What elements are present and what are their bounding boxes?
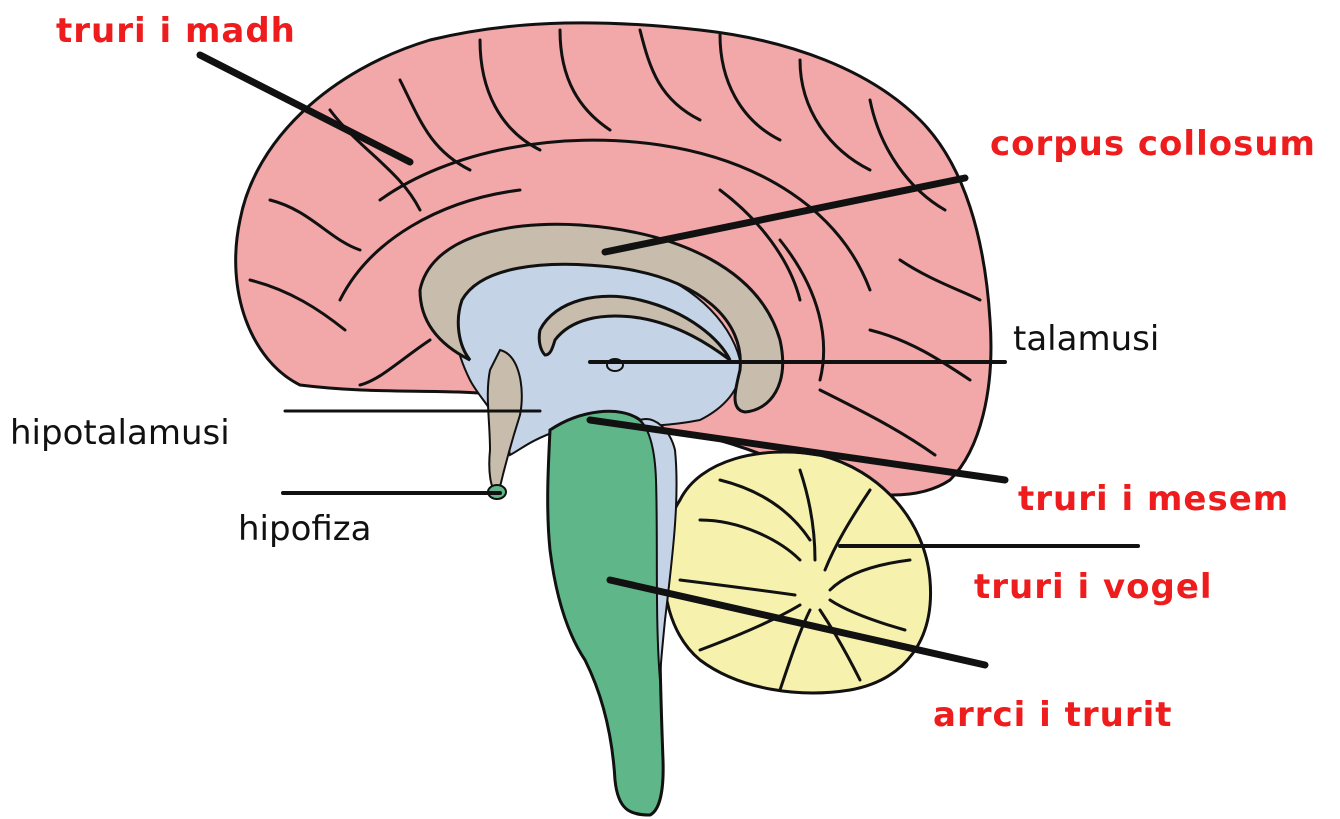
label-thalamus: talamusi [1013,322,1159,356]
hypothalamus-shape [488,350,522,495]
label-corpus-callosum: corpus collosum [990,127,1316,161]
label-brainstem: arrci i trurit [933,698,1173,732]
label-hypothalamus: hipotalamusi [10,416,230,450]
label-midbrain: truri i mesem [1018,482,1289,516]
brainstem-shape [548,411,663,815]
label-cerebrum: truri i madh [56,14,296,48]
label-cerebellum: truri i vogel [974,570,1213,604]
label-pituitary: hipofiza [238,512,371,546]
